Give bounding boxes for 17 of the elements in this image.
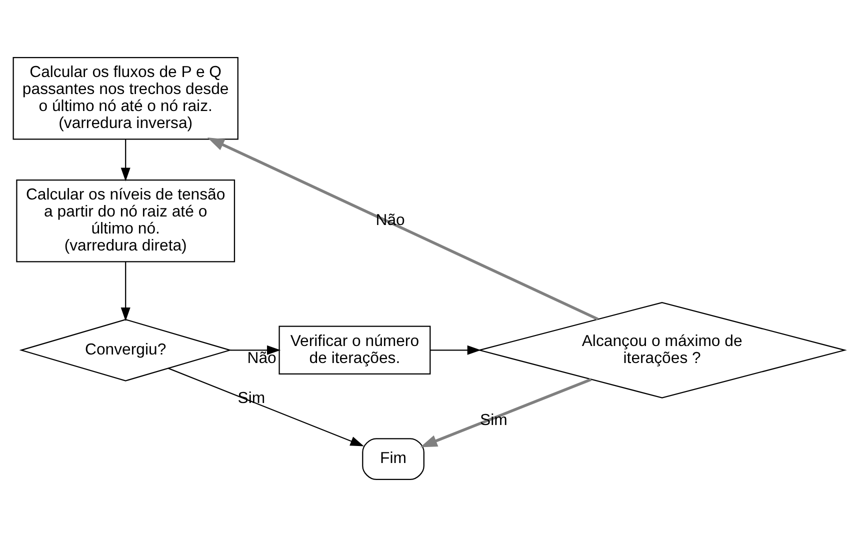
node-box: Verificar o número de iterações. bbox=[278, 325, 431, 374]
edge-label: Não bbox=[376, 211, 405, 228]
node-box: Fim bbox=[362, 438, 424, 480]
arrow bbox=[168, 367, 364, 446]
edge-label: Sim bbox=[238, 389, 266, 406]
node-box: Calcular os níveis de tensão a partir do nó raiz até o último nó. (varredura direta) bbox=[16, 178, 236, 262]
arrow bbox=[430, 344, 481, 354]
node-diamond: Alcançou o máximo de iterações ? bbox=[477, 301, 847, 398]
edge-label: Não bbox=[247, 349, 276, 366]
node-diamond: Convergiu? bbox=[19, 318, 232, 381]
arrow bbox=[120, 261, 130, 321]
arrow bbox=[230, 344, 281, 354]
arrow bbox=[120, 138, 130, 181]
node-box: Calcular os fluxos de P e Q passantes nos trechos desde o último nó até o nó raiz. (varredura inversa) bbox=[12, 56, 238, 140]
arrow bbox=[207, 137, 598, 320]
edge-label: Sim bbox=[480, 412, 508, 429]
arrow bbox=[420, 378, 592, 447]
